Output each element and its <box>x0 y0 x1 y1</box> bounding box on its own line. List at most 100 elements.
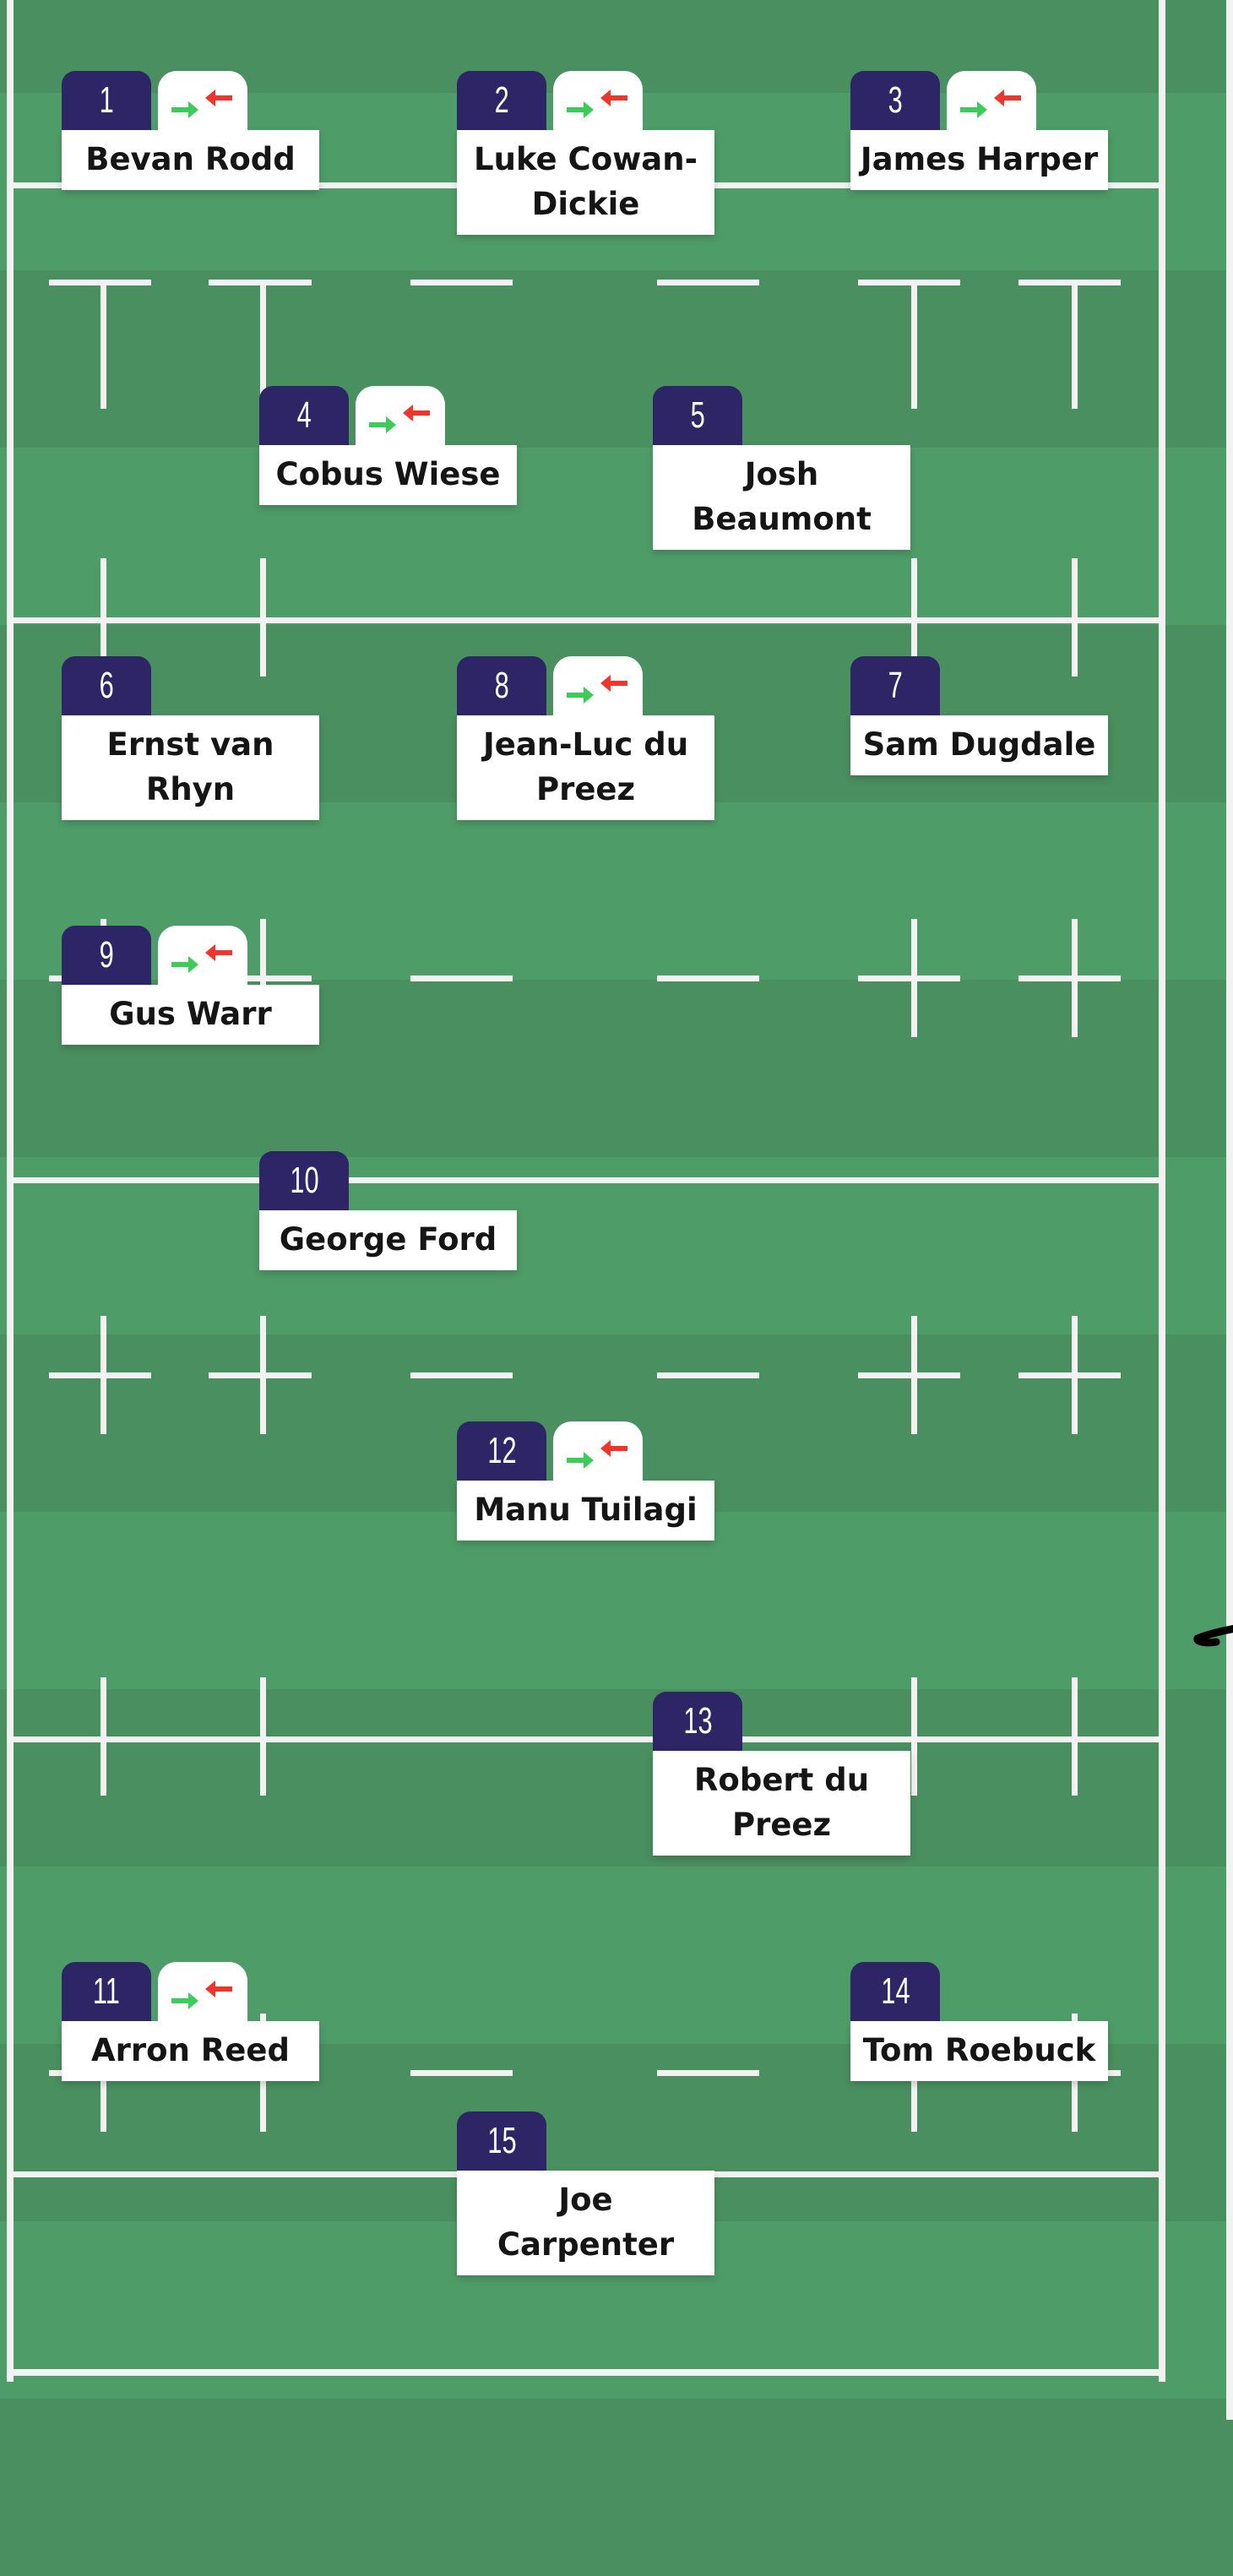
substitution-icon <box>158 926 247 985</box>
jersey-number-text: 10 <box>289 1160 319 1201</box>
touchline-right <box>1159 0 1165 2382</box>
jersey-number: 3 <box>850 71 940 130</box>
player-card[interactable]: 1 Bevan Rodd <box>62 71 319 190</box>
jersey-number-text: 11 <box>93 1970 120 2012</box>
player-card[interactable]: 14 Tom Roebuck <box>850 1962 1108 2081</box>
player-card[interactable]: 2 Luke Cowan-Dickie <box>457 71 714 235</box>
dash-marker <box>1072 919 1078 1037</box>
pitch-line <box>7 617 1165 623</box>
substitution-icon <box>553 71 643 130</box>
jersey-number: 14 <box>850 1962 940 2021</box>
dash-line <box>49 280 151 285</box>
dash-line <box>657 2070 759 2076</box>
player-name: Jean-Luc du Preez <box>457 715 714 820</box>
outer-line <box>1226 0 1233 2420</box>
dash-marker <box>260 558 266 677</box>
dash-line <box>858 280 960 285</box>
dash-marker <box>100 558 106 677</box>
pitch-stripe <box>0 270 1233 448</box>
player-card[interactable]: 11 Arron Reed <box>62 1962 319 2081</box>
jersey-number-text: 14 <box>880 1970 910 2012</box>
dash-marker <box>911 919 917 1037</box>
player-card[interactable]: 5 Josh Beaumont <box>653 386 910 550</box>
substitution-icon <box>947 71 1036 130</box>
player-name: Bevan Rodd <box>62 130 319 190</box>
dash-line <box>657 976 759 981</box>
dash-marker <box>260 919 266 1037</box>
player-card[interactable]: 4 Cobus Wiese <box>259 386 517 505</box>
dash-marker <box>100 1677 106 1796</box>
dash-line <box>410 280 513 285</box>
player-name: Gus Warr <box>62 985 319 1045</box>
jersey-number-text: 1 <box>99 79 114 121</box>
player-name: Manu Tuilagi <box>457 1481 714 1541</box>
player-card[interactable]: 13 Robert du Preez <box>653 1692 910 1856</box>
jersey-number-text: 12 <box>486 1430 517 1471</box>
dash-line <box>858 976 960 981</box>
pitch-line <box>7 1736 1165 1742</box>
jersey-number: 9 <box>62 926 151 985</box>
dash-marker <box>911 1316 917 1434</box>
dash-line <box>1018 976 1121 981</box>
dash-line <box>410 976 513 981</box>
jersey-number: 1 <box>62 71 151 130</box>
substitution-icon <box>158 71 247 130</box>
dash-marker <box>260 1316 266 1434</box>
player-card[interactable]: 10 George Ford <box>259 1151 517 1270</box>
pitch-stripe <box>0 1689 1233 1867</box>
dash-marker <box>1072 1677 1078 1796</box>
jersey-number: 7 <box>850 656 940 715</box>
player-card[interactable]: 8 Jean-Luc du Preez <box>457 656 714 820</box>
dash-marker <box>1072 1316 1078 1434</box>
player-card[interactable]: 3 James Harper <box>850 71 1108 190</box>
jersey-number-text: 5 <box>690 394 705 436</box>
jersey-number-text: 9 <box>99 934 114 976</box>
touchline-left <box>7 0 14 2382</box>
player-name: Cobus Wiese <box>259 445 517 505</box>
dash-line <box>657 1372 759 1378</box>
player-card[interactable]: 9 Gus Warr <box>62 926 319 1045</box>
player-card[interactable]: 15 Joe Carpenter <box>457 2111 714 2275</box>
player-card[interactable]: 12 Manu Tuilagi <box>457 1421 714 1541</box>
jersey-number-text: 4 <box>296 394 312 436</box>
player-name: Tom Roebuck <box>850 2021 1108 2081</box>
dash-line <box>858 1372 960 1378</box>
dash-line <box>1018 280 1121 285</box>
jersey-number-text: 3 <box>888 79 903 121</box>
jersey-number: 2 <box>457 71 546 130</box>
dead-ball-line <box>7 2369 1165 2376</box>
pitch-line <box>7 1177 1165 1183</box>
substitution-icon <box>553 656 643 715</box>
player-name: Sam Dugdale <box>850 715 1108 775</box>
jersey-number-text: 6 <box>99 665 114 706</box>
jersey-number-text: 8 <box>494 665 509 706</box>
substitution-icon <box>553 1421 643 1481</box>
player-name: Josh Beaumont <box>653 445 910 550</box>
dash-line <box>49 1372 151 1378</box>
player-name: Joe Carpenter <box>457 2171 714 2275</box>
pen-mark <box>1193 1625 1233 1647</box>
player-name: Ernst van Rhyn <box>62 715 319 820</box>
dash-line <box>410 2070 513 2076</box>
dash-marker <box>260 1677 266 1796</box>
dash-line <box>1018 1372 1121 1378</box>
player-card[interactable]: 7 Sam Dugdale <box>850 656 1108 775</box>
player-card[interactable]: 6 Ernst van Rhyn <box>62 656 319 820</box>
dash-marker <box>1072 282 1078 409</box>
jersey-number: 5 <box>653 386 742 445</box>
jersey-number: 10 <box>259 1151 349 1210</box>
dash-marker <box>911 282 917 409</box>
dash-line <box>657 280 759 285</box>
dash-marker <box>911 558 917 677</box>
jersey-number: 11 <box>62 1962 151 2021</box>
jersey-number: 13 <box>653 1692 742 1751</box>
dash-line <box>410 1372 513 1378</box>
jersey-number: 8 <box>457 656 546 715</box>
jersey-number: 4 <box>259 386 349 445</box>
dash-marker <box>100 282 106 409</box>
jersey-number-text: 2 <box>494 79 509 121</box>
dash-marker <box>100 1316 106 1434</box>
jersey-number: 15 <box>457 2111 546 2171</box>
jersey-number: 6 <box>62 656 151 715</box>
substitution-icon <box>356 386 445 445</box>
